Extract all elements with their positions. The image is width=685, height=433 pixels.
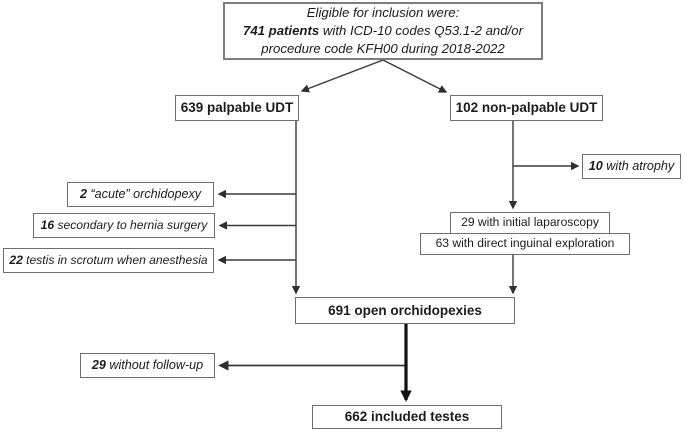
palpable-udt-label: 639 palpable UDT	[180, 100, 294, 116]
eligible-line2: 741 patients with ICD-10 codes Q53.1-2 a…	[243, 22, 523, 40]
initial-laparoscopy-label: 29 with initial laparoscopy	[461, 215, 599, 230]
box-open-orchidopexies: 691 open orchidopexies	[295, 297, 515, 324]
eligible-count: 741 patients	[242, 23, 320, 38]
box-atrophy: 10 with atrophy	[582, 154, 681, 179]
box-testis-in-scrotum: 22 testis in scrotum when anesthesia	[3, 248, 214, 273]
open-orchidopexies-label: 691 open orchidopexies	[328, 302, 482, 318]
edge-eligible-to-nonpalpable	[382, 59, 448, 93]
eligible-line3: procedure code KFH00 during 2018-2022	[261, 41, 505, 56]
box-eligible: Eligible for inclusion were: 741 patient…	[223, 2, 543, 60]
box-initial-laparoscopy: 29 with initial laparoscopy	[450, 212, 610, 234]
box-acute-orchidopexy: 2 “acute” orchidopexy	[67, 182, 214, 207]
hernia-surgery-label: 16 secondary to hernia surgery	[40, 217, 208, 232]
box-inguinal-exploration: 63 with direct inguinal exploration	[420, 233, 630, 255]
box-non-palpable-udt: 102 non-palpable UDT	[450, 95, 603, 121]
edge-eligible-to-palpable	[300, 59, 384, 93]
acute-orchidopexy-label: 2 “acute” orchidopexy	[79, 187, 202, 202]
without-followup-label: 29 without follow-up	[91, 358, 204, 373]
box-without-followup: 29 without follow-up	[80, 353, 215, 378]
eligible-line1: Eligible for inclusion were:	[306, 5, 460, 20]
non-palpable-udt-label: 102 non-palpable UDT	[455, 100, 598, 116]
testis-in-scrotum-label: 22 testis in scrotum when anesthesia	[9, 252, 208, 267]
included-testes-label: 662 included testes	[344, 409, 470, 425]
box-included-testes: 662 included testes	[312, 405, 502, 429]
eligible-line2-rest: with ICD-10 codes Q53.1-2 and/or	[319, 23, 523, 38]
box-hernia-surgery: 16 secondary to hernia surgery	[33, 213, 215, 238]
inguinal-exploration-label: 63 with direct inguinal exploration	[435, 236, 615, 251]
atrophy-label: 10 with atrophy	[588, 159, 675, 174]
box-palpable-udt: 639 palpable UDT	[175, 95, 299, 121]
